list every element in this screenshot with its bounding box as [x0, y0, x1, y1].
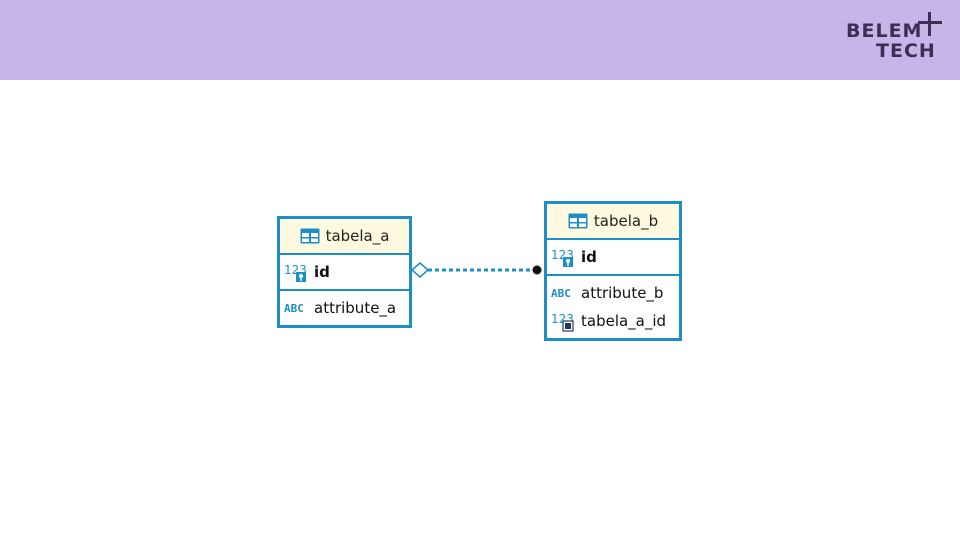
columns: ABC attribute_a — [280, 291, 409, 325]
table-tabela-a[interactable]: tabela_a 123 id ABC attribute_a — [277, 216, 412, 328]
numeric-key-icon: 123 — [551, 248, 574, 267]
filled-circle-icon — [532, 265, 542, 275]
table-name: tabela_b — [593, 212, 659, 230]
column-row[interactable]: 123 id — [547, 243, 679, 271]
header-bar: BELEM TECH — [0, 0, 960, 80]
svg-text:ABC: ABC — [551, 287, 571, 300]
logo-line-2: TECH — [876, 40, 936, 62]
column-row[interactable]: ABC attribute_b — [547, 279, 679, 307]
key-columns: 123 id — [547, 240, 679, 276]
diamond-icon — [410, 262, 430, 278]
table-icon — [300, 228, 320, 244]
column-name: attribute_a — [314, 299, 397, 317]
key-columns: 123 id — [280, 255, 409, 291]
numeric-foreign-key-icon: 123 — [551, 312, 574, 332]
columns: ABC attribute_b 123 tabela_a_id — [547, 276, 679, 338]
table-header[interactable]: tabela_b — [547, 204, 679, 240]
numeric-key-icon: 123 — [284, 263, 307, 282]
table-name: tabela_a — [325, 227, 390, 245]
column-name: attribute_b — [581, 284, 664, 302]
belem-tech-logo: BELEM TECH — [840, 12, 942, 64]
column-name: id — [314, 263, 330, 281]
column-row[interactable]: 123 tabela_a_id — [547, 307, 679, 335]
column-name: id — [581, 248, 597, 266]
logo-line-1: BELEM — [846, 20, 923, 42]
column-row[interactable]: ABC attribute_a — [280, 294, 409, 322]
plus-icon — [918, 12, 942, 36]
table-icon — [568, 213, 588, 229]
text-type-icon: ABC — [551, 287, 571, 300]
column-row[interactable]: 123 id — [280, 258, 409, 286]
table-header[interactable]: tabela_a — [280, 219, 409, 255]
column-name: tabela_a_id — [581, 312, 667, 330]
text-type-icon: ABC — [284, 302, 304, 315]
svg-text:ABC: ABC — [284, 302, 304, 315]
table-tabela-b[interactable]: tabela_b 123 id ABC attribute_b 123 — [544, 201, 682, 341]
